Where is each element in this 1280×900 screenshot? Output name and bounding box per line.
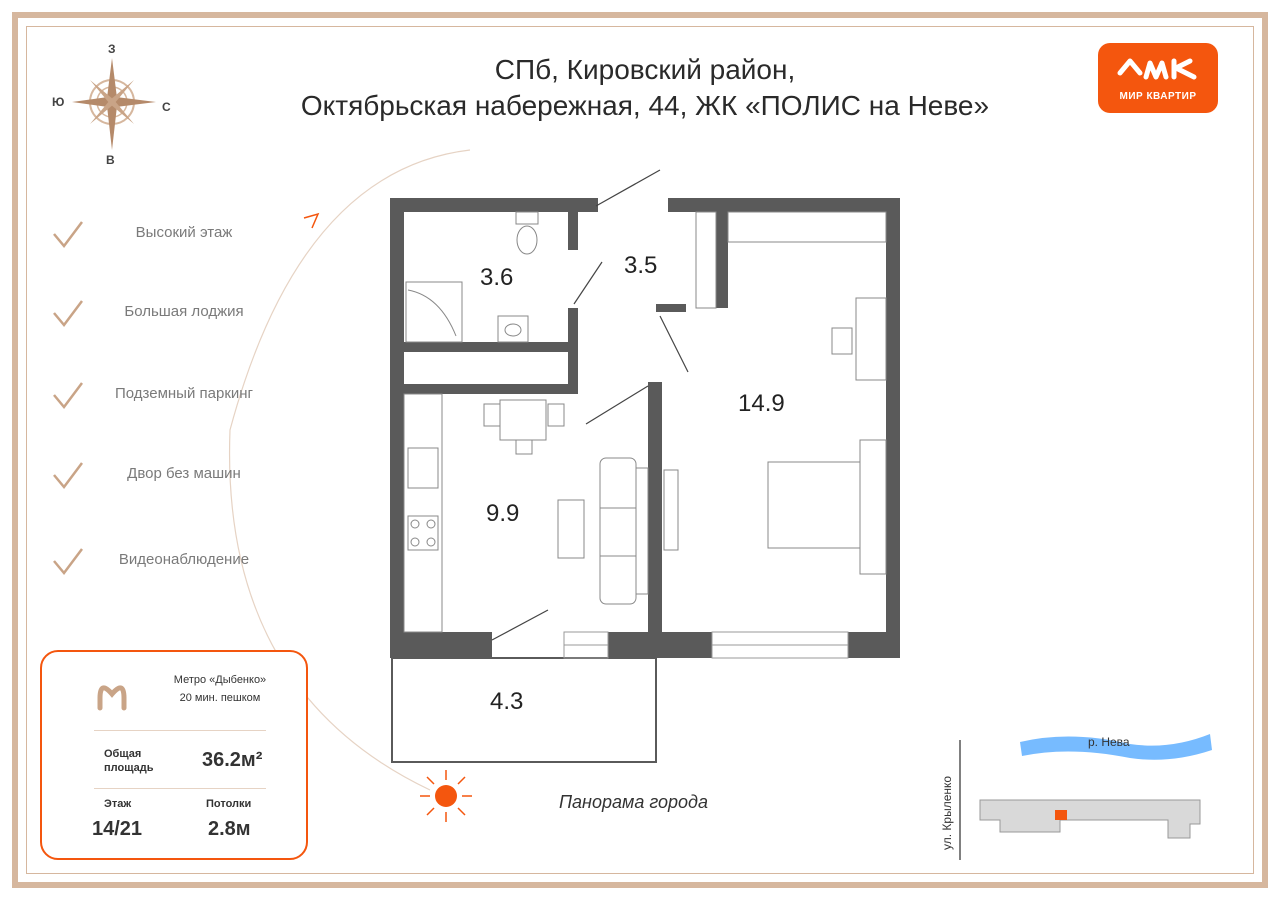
check-icon xyxy=(53,300,83,328)
room-area-bedroom: 14.9 xyxy=(738,390,785,417)
metro-name: Метро «Дыбенко» xyxy=(173,674,267,686)
feature-item: Двор без машин xyxy=(50,457,310,497)
title-line-2: Октябрьская набережная, 44, ЖК «ПОЛИС на… xyxy=(300,90,990,121)
compass-south-letter: В xyxy=(106,153,115,167)
sun-icon xyxy=(420,770,472,822)
area-label-2: площадь xyxy=(104,762,154,774)
check-icon xyxy=(53,548,83,576)
page-title: СПб, Кировский район, Октябрьская набере… xyxy=(260,52,1030,124)
info-card: Метро «Дыбенко» 20 мин. пешком Общая пло… xyxy=(40,650,308,860)
inner-frame xyxy=(26,26,1254,874)
ceiling-label: Потолки xyxy=(206,798,252,810)
feature-label: Видеонаблюдение xyxy=(118,551,250,568)
panorama-caption: Панорама города xyxy=(559,792,709,812)
room-area-loggia: 4.3 xyxy=(490,688,524,715)
ceiling-value: 2.8м xyxy=(208,818,251,840)
area-value: 36.2м² xyxy=(202,749,263,771)
area-label-1: Общая xyxy=(104,748,142,760)
room-area-kitchen: 9.9 xyxy=(486,500,520,527)
compass-west-letter: Ю xyxy=(52,95,65,109)
location-map xyxy=(959,734,1212,860)
feature-item: Видеонаблюдение xyxy=(50,543,310,583)
check-icon xyxy=(53,382,83,410)
room-area-hallway: 3.5 xyxy=(624,252,658,279)
compass-rose-icon xyxy=(72,58,156,150)
logo-text: МИР КВАРТИР xyxy=(1119,91,1197,102)
feature-label: Двор без машин xyxy=(127,465,241,482)
room-area-bathroom: 3.6 xyxy=(480,264,514,291)
metro-walk-time: 20 мин. пешком xyxy=(179,692,261,704)
floor-label: Этаж xyxy=(104,798,132,810)
compass-east-letter: С xyxy=(162,100,171,114)
compass-north-letter: З xyxy=(108,42,116,56)
feature-label: Большая лоджия xyxy=(124,303,244,320)
outer-frame xyxy=(12,12,1268,888)
floor-value: 14/21 xyxy=(92,818,143,840)
feature-label: Высокий этаж xyxy=(135,224,233,241)
feature-item: Большая лоджия xyxy=(50,295,310,335)
brand-logo[interactable]: МИР КВАРТИР xyxy=(1098,43,1218,113)
feature-item: Подземный паркинг xyxy=(50,377,310,417)
feature-item: Высокий этаж xyxy=(50,216,310,256)
check-icon xyxy=(53,221,83,249)
title-line-1: СПб, Кировский район, xyxy=(494,54,796,85)
logo-mark-icon xyxy=(1117,58,1197,80)
river-label: р. Нева xyxy=(1088,735,1130,749)
divider xyxy=(94,730,266,731)
feature-label: Подземный паркинг xyxy=(114,385,254,402)
divider xyxy=(94,788,266,789)
street-label: ул. Крыленко xyxy=(940,775,954,850)
metro-logo-icon xyxy=(97,685,127,711)
check-icon xyxy=(53,462,83,490)
